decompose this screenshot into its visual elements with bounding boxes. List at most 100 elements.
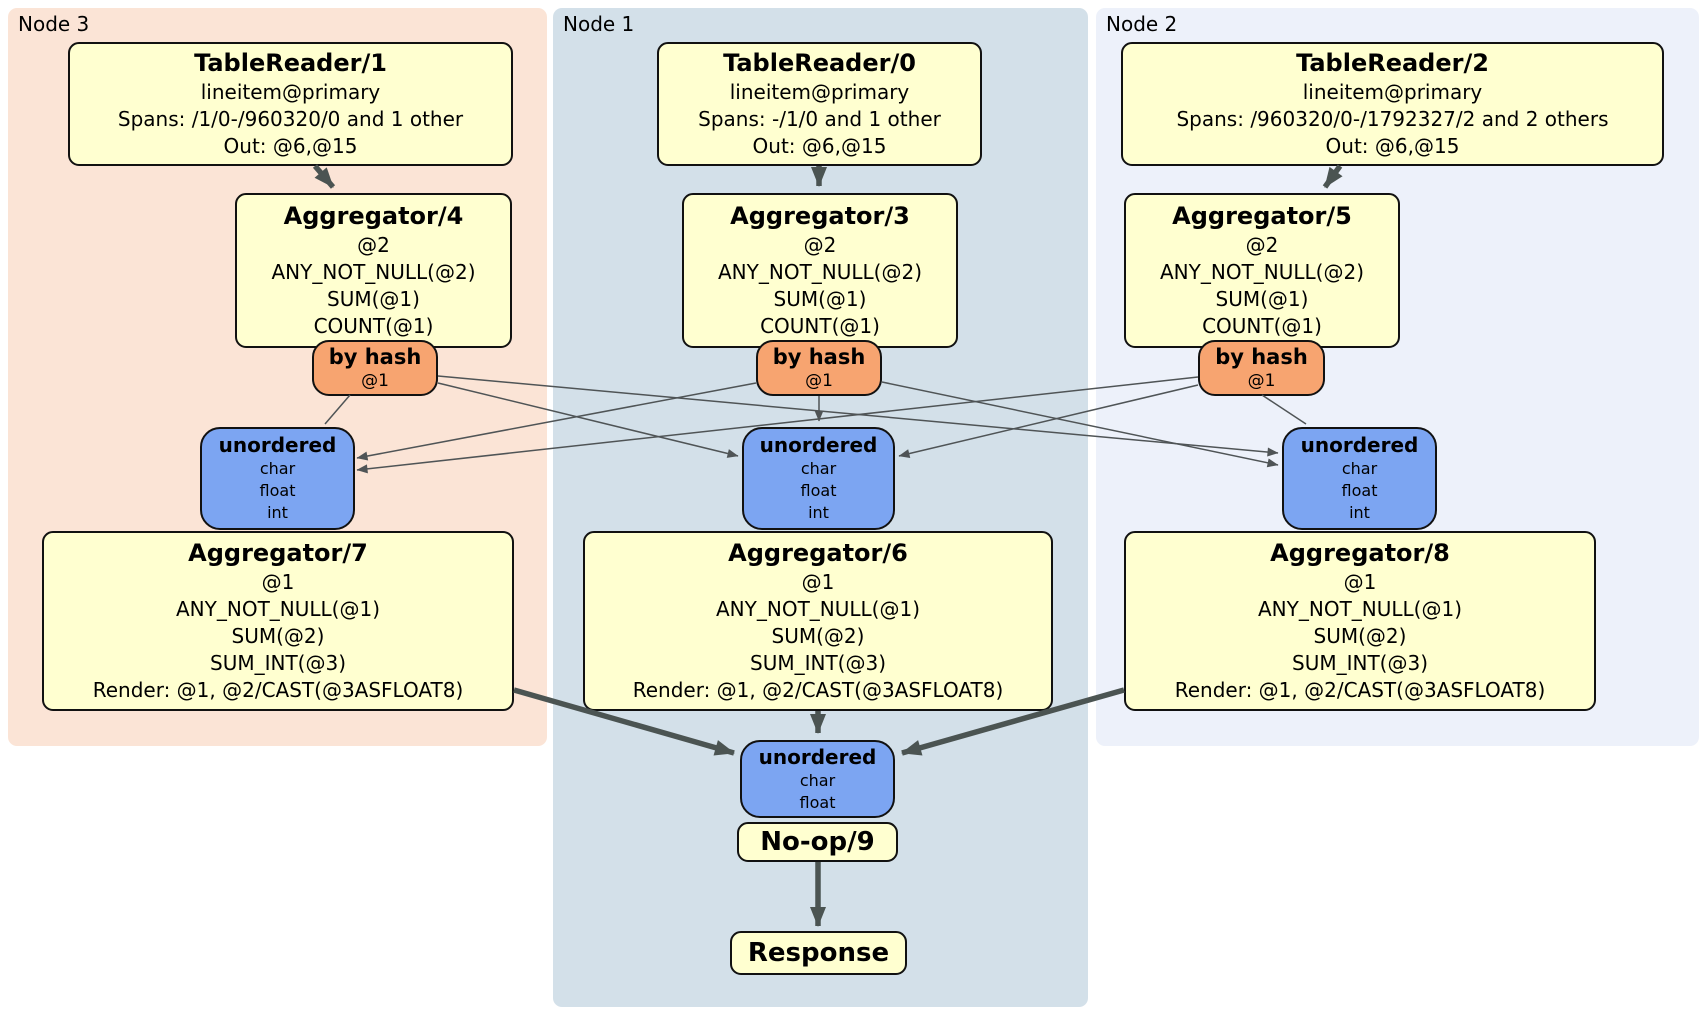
router-detail-lines: @1 [758, 370, 880, 392]
text-line: ANY_NOT_NULL(@1) [716, 597, 920, 621]
text-line: Out: @6,@15 [752, 134, 887, 158]
router-title: by hash [328, 344, 422, 369]
text-line: COUNT(@1) [760, 314, 880, 338]
router-detail-lines: @1 [314, 370, 436, 392]
text-line: @1 [261, 570, 295, 594]
text-line: SUM(@1) [1215, 287, 1309, 311]
sync-unordered-node2: unordered char float int [1282, 427, 1437, 530]
text-line: Spans: -/1/0 and 1 other [698, 107, 941, 131]
text-line: @2 [1245, 233, 1279, 257]
processor-title: TableReader/1 [194, 49, 387, 77]
router-title: by hash [1215, 344, 1308, 369]
sync-detail-lines: char float int [1284, 458, 1435, 524]
text-line: Out: @6,@15 [223, 134, 358, 158]
text-line: @2 [803, 233, 837, 257]
text-line: char [1341, 459, 1378, 478]
text-line: lineitem@primary [729, 80, 910, 104]
text-line: @2 [357, 233, 390, 257]
text-line: Spans: /1/0-/960320/0 and 1 other [117, 107, 464, 131]
processor-no-op-9: No-op/9 [737, 822, 898, 862]
processor-title: Aggregator/6 [728, 539, 908, 567]
text-line: ANY_NOT_NULL(@2) [271, 260, 476, 284]
text-line: lineitem@primary [200, 80, 381, 104]
text-line: int [1349, 503, 1370, 522]
text-line: SUM(@2) [231, 624, 325, 648]
text-line: @1 [801, 570, 835, 594]
text-line: lineitem@primary [1302, 80, 1483, 104]
text-line: Render: @1, @2/CAST(@3ASFLOAT8) [1174, 678, 1546, 702]
text-line: Render: @1, @2/CAST(@3ASFLOAT8) [632, 678, 1004, 702]
sync-unordered-node1: unordered char float int [742, 427, 895, 530]
processor-title: No-op/9 [760, 827, 875, 857]
text-line: float [800, 481, 837, 500]
text-line: Spans: /960320/0-/1792327/2 and 2 others [1176, 107, 1609, 131]
text-line: SUM_INT(@3) [1292, 651, 1428, 675]
text-line: ANY_NOT_NULL(@2) [1160, 260, 1364, 284]
text-line: @1 [361, 370, 389, 391]
text-line: int [267, 503, 288, 522]
sync-detail-lines: char float int [744, 458, 893, 524]
text-line: float [259, 481, 296, 500]
text-line: float [799, 792, 836, 812]
processor-title: TableReader/0 [723, 49, 916, 77]
processor-title: Aggregator/3 [730, 202, 910, 230]
sync-title: unordered [1300, 433, 1419, 457]
sync-detail-lines: char float int [202, 458, 353, 524]
text-line: SUM_INT(@3) [750, 651, 886, 675]
text-line: ANY_NOT_NULL(@1) [1258, 597, 1462, 621]
router-detail-lines: @1 [1200, 370, 1323, 392]
text-line: SUM(@2) [1313, 624, 1407, 648]
text-line: int [808, 503, 829, 522]
text-line: @1 [1247, 370, 1276, 391]
sync-title: unordered [218, 433, 337, 457]
text-line: SUM(@2) [771, 624, 865, 648]
node2-label: Node 2 [1106, 12, 1178, 36]
router-title: by hash [772, 344, 866, 369]
node1-label: Node 1 [563, 12, 635, 36]
text-line: Render: @1, @2/CAST(@3ASFLOAT8) [92, 678, 464, 702]
processor-title: Aggregator/8 [1270, 539, 1450, 567]
node3-label: Node 3 [18, 12, 90, 36]
processor-title: Response [747, 938, 890, 968]
text-line: char [799, 770, 836, 790]
sync-title: unordered [759, 433, 878, 457]
processor-title: Aggregator/4 [283, 202, 464, 230]
processor-title: Aggregator/5 [1172, 202, 1352, 230]
text-line: float [1341, 481, 1378, 500]
sync-unordered-node3: unordered char float int [200, 427, 355, 530]
sync-title: unordered [758, 744, 877, 769]
router-by-hash-node2: by hash @1 [1198, 340, 1325, 396]
text-line: COUNT(@1) [1202, 314, 1322, 338]
router-by-hash-node3: by hash @1 [312, 340, 438, 396]
text-line: @1 [805, 370, 833, 391]
text-line: char [259, 459, 296, 478]
processor-title: TableReader/2 [1296, 49, 1489, 77]
router-by-hash-node1: by hash @1 [756, 340, 882, 396]
text-line: SUM(@1) [327, 287, 420, 311]
text-line: ANY_NOT_NULL(@1) [176, 597, 380, 621]
text-line: SUM(@1) [773, 287, 867, 311]
text-line: char [800, 459, 837, 478]
text-line: @1 [1343, 570, 1377, 594]
text-line: COUNT(@1) [313, 314, 434, 338]
text-line: SUM_INT(@3) [210, 651, 346, 675]
text-line: Out: @6,@15 [1325, 134, 1460, 158]
